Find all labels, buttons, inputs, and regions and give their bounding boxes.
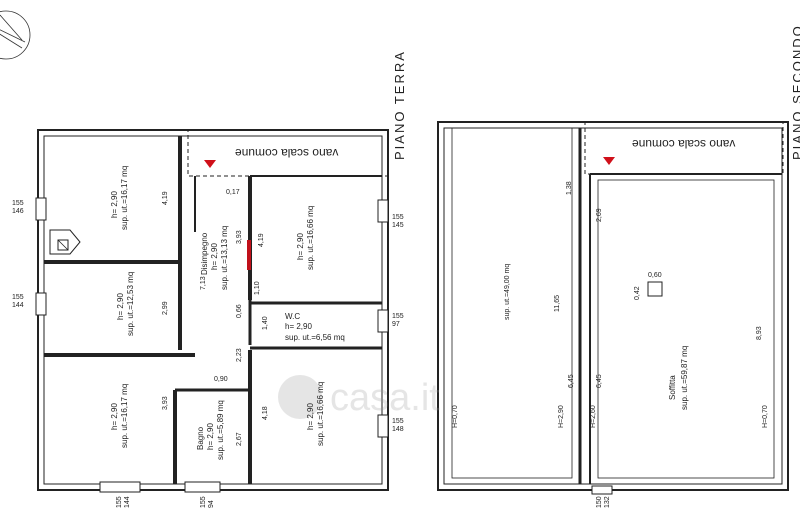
radiator-marker: [247, 240, 251, 270]
dim-3-93: 3,93: [162, 396, 169, 410]
dim-0-90: 0,90: [214, 376, 228, 383]
entrance-marker-icon-2: [603, 157, 615, 165]
vano-scala-label-second: vano scala comune: [632, 137, 736, 151]
room3-height: h= 2,90: [110, 403, 119, 430]
dim-4-18: 4,18: [262, 406, 269, 420]
dim-1-10: 1,10: [254, 281, 261, 295]
dim-0-17: 0,17: [226, 189, 240, 196]
entrance-marker-icon: [204, 160, 216, 168]
dim-4-19-b: 4,19: [258, 233, 265, 247]
soffitta-name: Soffitta: [668, 375, 677, 400]
bagno-area: sup. ut.=5,89 mq: [216, 400, 225, 460]
window-label-2: 155 144: [12, 294, 24, 309]
dim-0-42: 0,42: [634, 286, 641, 300]
window-label-1: 155 146: [12, 200, 24, 215]
dim-2-69: 2,69: [596, 208, 603, 222]
soffitta-area: sup. ut.=59,87 mq: [680, 345, 689, 410]
svg-text:casa.it: casa.it: [330, 377, 440, 419]
ground-floor-title: PIANO TERRA: [392, 50, 407, 160]
window-label-6: 155 144: [116, 496, 131, 508]
dim-2-67: 2,67: [236, 432, 243, 446]
room1-area: sup. ut.=16,17 mq: [120, 165, 129, 230]
dim-8-93: 8,93: [756, 326, 763, 340]
wc-area: sup. ut.=6,56 mq: [285, 333, 345, 342]
dim-2-23: 2,23: [236, 348, 243, 362]
ground-floor-walls: [35, 129, 389, 493]
dim-3-93-b: 3,93: [236, 230, 243, 244]
dim-6-45-a: 6,45: [568, 374, 575, 388]
second-floor-walls: [437, 121, 789, 495]
dim-1-38: 1,38: [566, 181, 573, 195]
height-0-70-a: H=0,70: [452, 405, 459, 428]
height-2-60: H=2,60: [590, 405, 597, 428]
room-ne-height: h= 2,90: [296, 233, 305, 260]
window-label-4: 155 97: [392, 313, 404, 328]
left-attic-area: sup. ut.=49,00 mq: [504, 263, 511, 320]
disimpegno-area: sup. ut.=13,13 mq: [220, 225, 229, 290]
wc-name: W.C: [285, 312, 301, 321]
bagno-name: Bagno: [196, 426, 205, 450]
dim-1-40: 1,40: [262, 316, 269, 330]
dim-6-45-b: 6,45: [596, 374, 603, 388]
height-2-90: H=2,90: [558, 405, 565, 428]
dim-11-65: 11,65: [554, 295, 561, 312]
window-label-8: 150 132: [596, 496, 611, 508]
room3-area: sup. ut.=16,17 mq: [120, 383, 129, 448]
dim-0-66: 0,66: [236, 304, 243, 318]
height-0-70-b: H=0,70: [762, 405, 769, 428]
watermark-logo: casa.it: [278, 375, 440, 419]
room-se-height: h= 2,90: [306, 403, 315, 430]
wc-height: h= 2,90: [285, 322, 312, 331]
dim-4-19-a: 4,19: [162, 191, 169, 205]
room1-height: h= 2,90: [110, 191, 119, 218]
room-ne-area: sup. ut.=16,66 mq: [306, 205, 315, 270]
window-label-3: 155 145: [392, 214, 404, 229]
second-floor-title: PIANO SECONDO: [790, 24, 800, 160]
disimpegno-name: Disimpegno: [200, 232, 209, 275]
window-label-7: 155 94: [200, 496, 215, 508]
north-arrow-icon: [0, 10, 31, 60]
vano-scala-label-ground: vano scala comune: [235, 146, 339, 160]
bagno-height: h= 2,90: [206, 423, 215, 450]
dim-2-99: 2,99: [162, 301, 169, 315]
window-label-5: 155 148: [392, 418, 404, 433]
room2-area: sup. ut.=12,53 mq: [126, 271, 135, 336]
dim-0-60: 0,60: [648, 272, 662, 279]
disimpegno-height: h= 2,90: [210, 243, 219, 270]
dim-7-13: 7,13: [200, 276, 207, 290]
room-se-area: sup. ut.=16,66 mq: [316, 381, 325, 446]
room2-height: h= 2,90: [116, 293, 125, 320]
